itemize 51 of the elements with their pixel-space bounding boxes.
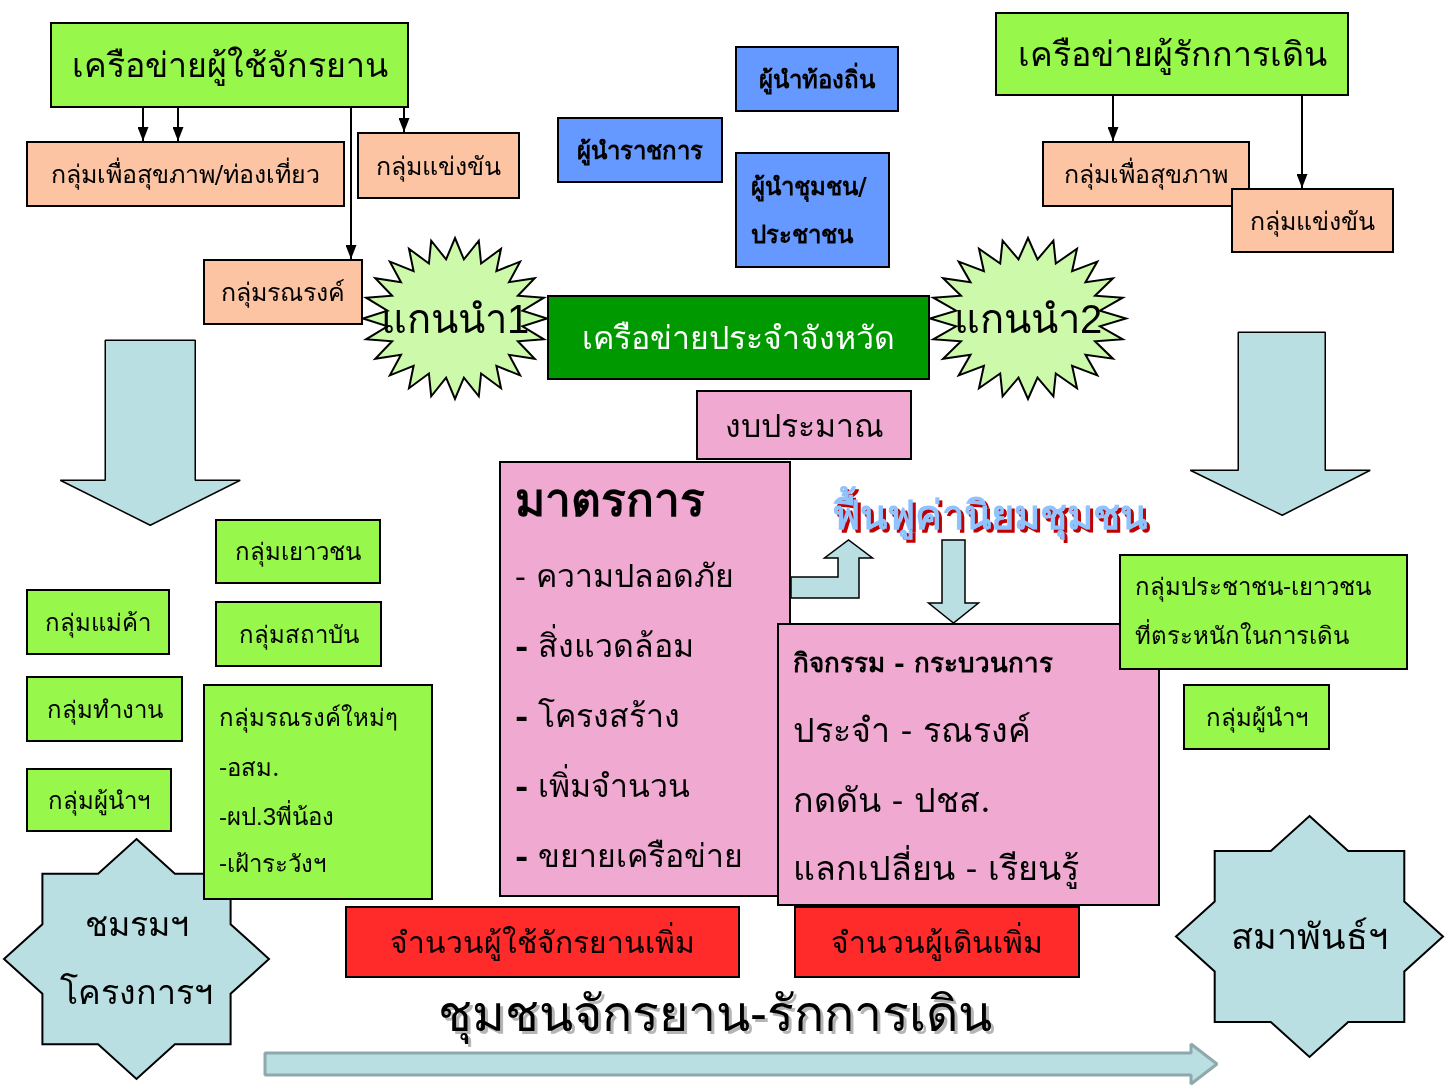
group-box: กลุ่มสถาบัน <box>215 601 382 667</box>
leader-box: ผู้นำราชการ <box>557 117 723 183</box>
list-item: -เฝ้าระวังฯ <box>219 849 327 880</box>
starburst: แกนนำ2 <box>929 237 1127 400</box>
arrow <box>345 107 357 260</box>
result-box: จำนวนผู้เดินเพิ่ม <box>794 906 1080 978</box>
arrow <box>398 107 410 133</box>
group-box: กลุ่มแข่งขัน <box>357 132 520 199</box>
list-item: กดดัน - ปชส. <box>793 779 991 822</box>
arrow <box>1296 95 1308 189</box>
list-item: ประจำ - รณรงค์ <box>793 709 1032 752</box>
arrow <box>172 107 184 142</box>
group-box: กลุ่มแม่ค้า <box>26 589 170 655</box>
group-box: กลุ่มทำงาน <box>26 676 183 742</box>
star-shape: สมาพันธ์ฯ <box>1175 815 1444 1058</box>
list-item: - เพิ่มจำนวน <box>515 756 691 816</box>
arrow <box>1107 95 1119 142</box>
block-arrow <box>790 539 875 599</box>
result-box: จำนวนผู้ใช้จักรยานเพิ่ม <box>345 906 740 978</box>
banner-text: ชุมชนจักรยาน-รักการเดิน <box>438 984 992 1046</box>
group-box: กลุ่มรณรงค์ <box>203 259 363 325</box>
group-box: กลุ่มประชาชน-เยาวชนที่ตระหนักในการเดิน <box>1119 554 1408 670</box>
block-arrow <box>926 539 981 624</box>
star-label: โครงการฯ <box>60 971 213 1014</box>
leader-box: ผู้นำชุมชน/ประชาชน <box>735 152 890 268</box>
list-item: -ผป.3พี่น้อง <box>219 797 334 837</box>
box-heading: กลุ่มรณรงค์ใหม่ๆ <box>219 703 398 735</box>
list-item: - สิ่งแวดล้อม <box>515 616 695 676</box>
network-box: เครือข่ายผู้รักการเดิน <box>995 12 1349 96</box>
province-box: เครือข่ายประจำจังหวัด <box>547 295 930 380</box>
group-box: กลุ่มแข่งขัน <box>1231 188 1394 253</box>
arrow <box>137 107 149 142</box>
box-heading: มาตรการ <box>515 472 705 528</box>
budget-box: งบประมาณ <box>696 390 912 460</box>
list-item: แลกเปลี่ยน - เรียนรู้ <box>793 843 1080 893</box>
network-box: เครือข่ายผู้ใช้จักรยาน <box>50 22 409 108</box>
group-box: กลุ่มเพื่อสุขภาพ/ท่องเที่ยว <box>26 141 345 207</box>
measures-box <box>499 461 791 897</box>
group-box <box>203 684 433 900</box>
leader-box: ผู้นำท้องถิ่น <box>735 46 899 112</box>
box-heading: กิจกรรม - กระบวนการ <box>793 647 1053 680</box>
list-item: -อสม. <box>219 753 280 784</box>
star-label: ชมรมฯ <box>84 903 189 946</box>
list-item: - ขยายเครือข่าย <box>515 836 744 877</box>
group-box: กลุ่มเพื่อสุขภาพ <box>1042 141 1250 207</box>
list-item: - ความปลอดภัย <box>515 556 734 597</box>
group-box: กลุ่มผู้นำฯ <box>1183 684 1330 750</box>
starburst: แกนนำ1 <box>362 237 548 400</box>
list-item: - โครงสร้าง <box>515 696 681 737</box>
group-box: กลุ่มเยาวชน <box>215 519 381 584</box>
group-box: กลุ่มผู้นำฯ <box>26 768 172 832</box>
